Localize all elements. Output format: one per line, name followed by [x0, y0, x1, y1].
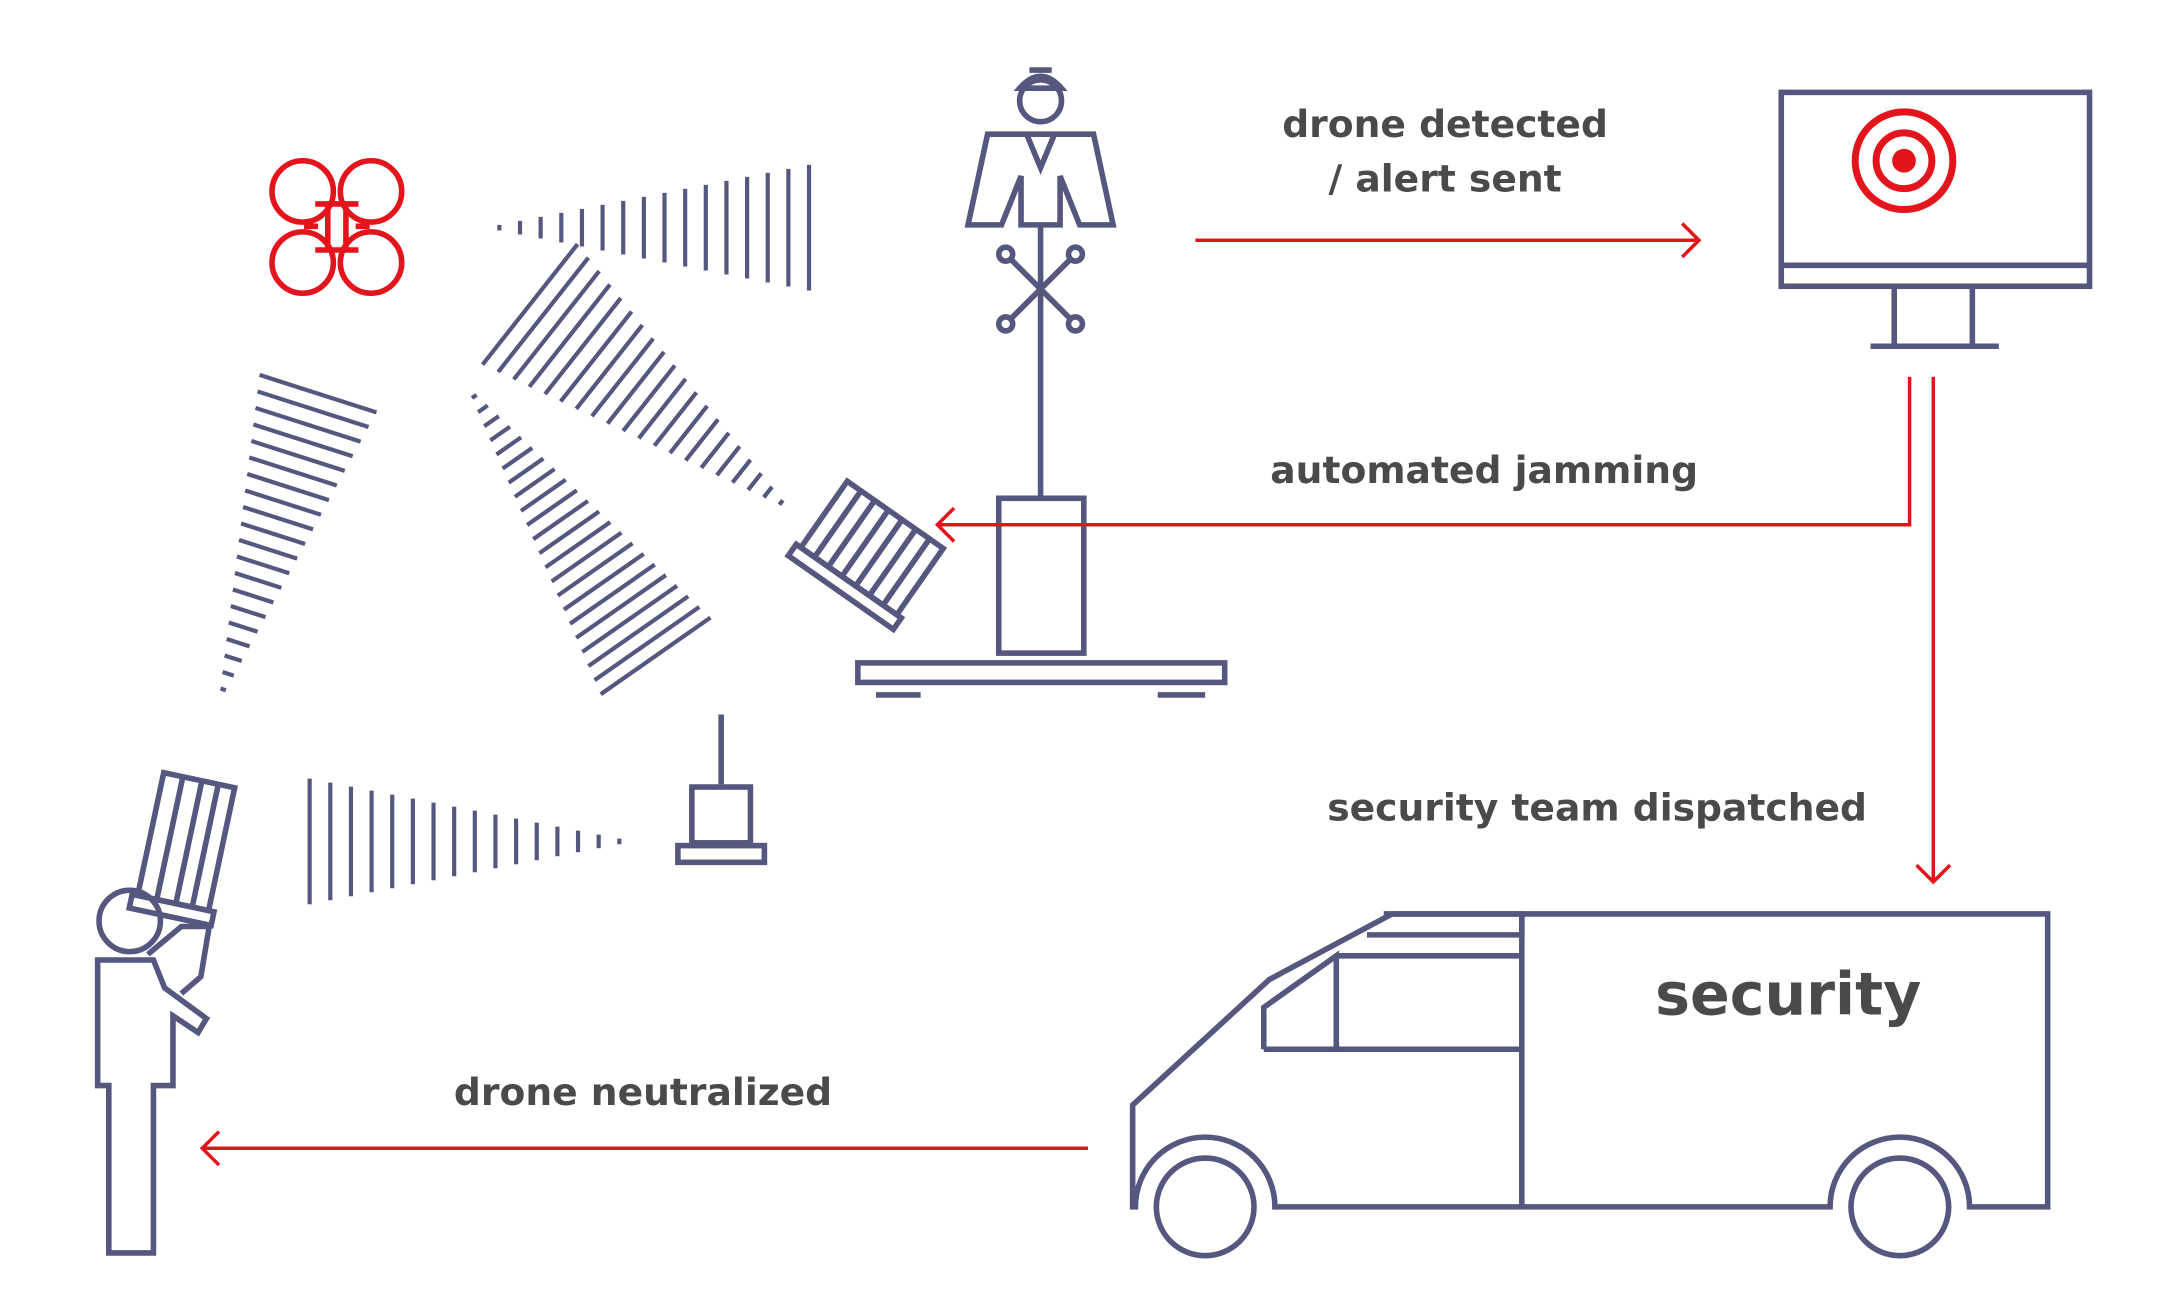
signal-hatch-line [496, 256, 591, 374]
signal-hatch-line [480, 242, 580, 366]
signal-hatch-line [684, 418, 720, 462]
signal-wave-bottom [307, 778, 622, 905]
signal-hatch-line [240, 521, 306, 547]
signal-hatch-line [236, 554, 290, 576]
signal-hatch-line [258, 372, 378, 415]
signal-hatch-line [652, 391, 699, 447]
arrow-neutralized [199, 1130, 1088, 1167]
signal-hatch-line [593, 605, 701, 682]
signal-hatch-line [223, 653, 243, 663]
label-security-dispatched: security team dispatched [1327, 786, 1867, 830]
signal-hatch-line [699, 431, 731, 470]
signal-hatch-line [248, 455, 338, 488]
signal-hatch-line [544, 520, 612, 570]
signal-hatch-line [574, 573, 668, 640]
signal-hatch-line [621, 364, 677, 433]
signal-hatch-line [543, 296, 623, 396]
signal-hatch-line [513, 467, 556, 499]
signal-hatch-line [489, 424, 512, 443]
signal-hatch-line [228, 620, 259, 634]
signal-hatch-line [550, 531, 623, 584]
signal-hatch-line [246, 471, 330, 503]
signal-hatch-line [470, 393, 478, 400]
signal-hatch-line [590, 337, 655, 418]
signal-hatch-line [232, 587, 275, 605]
sensor-tower-icon [855, 67, 1228, 698]
signal-hatch-line [562, 552, 645, 612]
signal-hatch-line [574, 323, 645, 411]
signal-hatch-line [219, 686, 227, 693]
signal-hatch-line [221, 670, 235, 678]
signal-hatch-line [527, 283, 612, 389]
signal-hatch-line [668, 404, 709, 455]
signal-hatch-line [715, 445, 742, 477]
signal-hatch-line [568, 562, 656, 626]
target-icon [1851, 108, 1957, 214]
label-drone-detected: drone detected [1282, 102, 1608, 146]
signal-hatch-line [599, 615, 712, 696]
signal-hatch-line [244, 488, 322, 517]
handheld-jammer-person-icon [94, 769, 238, 1256]
signal-hatch-line [476, 403, 489, 414]
drone-icon [269, 157, 405, 297]
signal-hatch-line [581, 584, 679, 654]
signal-hatch-line [605, 350, 666, 425]
signal-wave-left [219, 372, 378, 693]
signal-hatch-line [525, 488, 578, 527]
signal-hatch-line [532, 499, 590, 541]
signal-hatch-line [746, 472, 763, 492]
signal-hatch-line [587, 594, 690, 668]
signal-hatch-line [501, 446, 534, 471]
signal-hatch-line [483, 414, 501, 428]
signal-hatch-line [559, 310, 634, 403]
signal-hatch-line [238, 537, 298, 561]
signal-hatch-line [762, 485, 774, 499]
signal-wave-top [497, 164, 812, 291]
signal-hatch-line [556, 541, 634, 598]
signal-hatch-line [250, 438, 346, 473]
signal-hatch-line [512, 269, 601, 381]
van-sign-text: security [1655, 960, 1921, 1028]
signal-hatch-line [252, 422, 354, 459]
arrow-alert [1195, 222, 1702, 259]
label-drone-neutralized: drone neutralized [454, 1070, 832, 1114]
signal-wave-jammer [470, 393, 712, 696]
signal-hatch-line [507, 456, 545, 485]
security-van-icon [1129, 911, 2051, 1259]
arrow-dispatch [1915, 376, 1952, 885]
label-alert-sent: / alert sent [1329, 156, 1562, 200]
signal-hatch-line [230, 604, 267, 620]
signal-hatch-line [226, 637, 251, 649]
signal-wave-diagonal [480, 242, 785, 506]
signal-hatch-line [730, 458, 753, 484]
signal-hatch-line [254, 405, 362, 444]
signal-hatch-line [495, 435, 523, 457]
signal-hatch-line [777, 498, 785, 506]
label-automated-jamming: automated jamming [1270, 448, 1698, 492]
signal-hatch-line [637, 377, 688, 440]
monitor-target-icon [1778, 89, 2093, 350]
signal-hatch-line [234, 571, 282, 590]
signal-hatch-line [519, 477, 567, 513]
signal-hatch-line [242, 504, 314, 532]
signal-hatch-line [256, 389, 370, 430]
signal-hatch-line [538, 509, 601, 555]
jammer-antenna-icon [784, 477, 948, 634]
arrow-jamming [934, 376, 1912, 543]
detector-icon [675, 714, 768, 866]
